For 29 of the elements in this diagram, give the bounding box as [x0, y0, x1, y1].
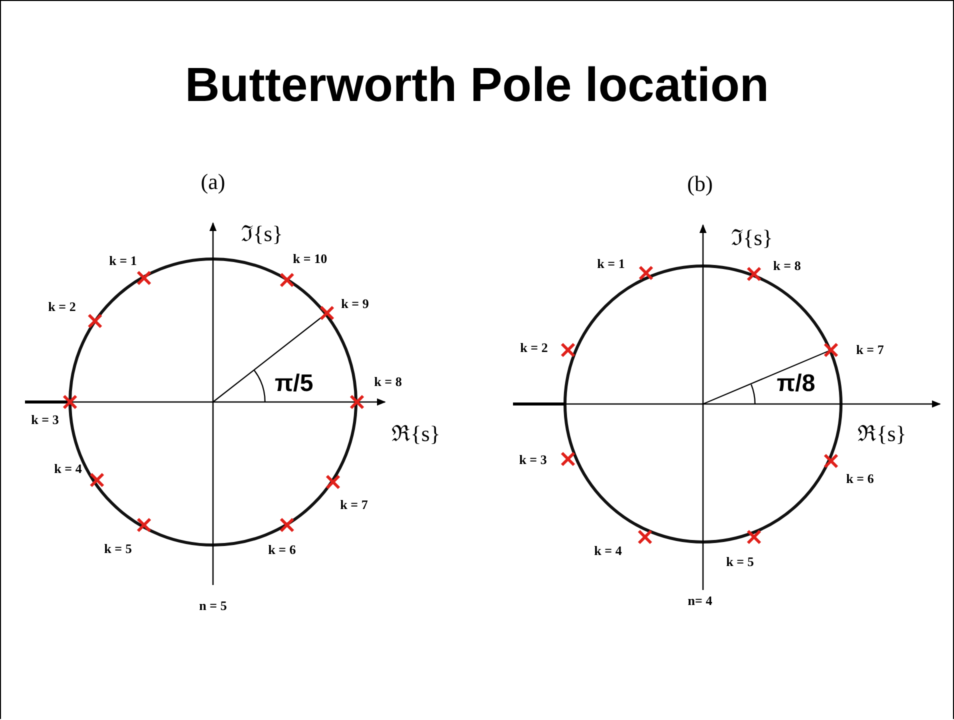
- axis-label: ℑ{s}: [241, 220, 283, 247]
- panel-letter: (a): [200, 169, 226, 195]
- pole-index-label: k = 4: [54, 461, 82, 477]
- pole-index-label: k = 5: [726, 554, 754, 570]
- pole-index-label: k = 3: [31, 412, 59, 428]
- order-label: n= 4: [688, 593, 712, 609]
- pole-index-label: k = 6: [846, 471, 874, 487]
- pole-index-label: k = 7: [340, 497, 368, 513]
- order-label: n = 5: [199, 598, 227, 614]
- pole-index-label: k = 3: [519, 452, 547, 468]
- panel-letter: (b): [687, 171, 713, 197]
- pole-index-label: k = 1: [109, 253, 137, 269]
- pole-index-label: k = 6: [268, 542, 296, 558]
- axis-label: ℑ{s}: [731, 224, 773, 251]
- pole-index-label: k = 8: [374, 374, 402, 390]
- pole-index-label: k = 2: [48, 299, 76, 315]
- axis-label: ℜ{s}: [858, 420, 906, 447]
- pole-index-label: k = 5: [104, 541, 132, 557]
- pole-index-label: k = 9: [341, 296, 369, 312]
- pole-index-label: k = 8: [773, 258, 801, 274]
- pole-index-label: k = 1: [597, 256, 625, 272]
- angle-label: π/8: [776, 370, 816, 398]
- pole-index-label: k = 7: [856, 342, 884, 358]
- axis-label: ℜ{s}: [392, 420, 440, 447]
- pole-index-label: k = 2: [520, 340, 548, 356]
- angle-label: π/5: [274, 370, 314, 398]
- slide-title: Butterworth Pole location: [184, 58, 770, 113]
- pole-index-label: k = 4: [594, 543, 622, 559]
- pole-index-label: k = 10: [292, 251, 328, 267]
